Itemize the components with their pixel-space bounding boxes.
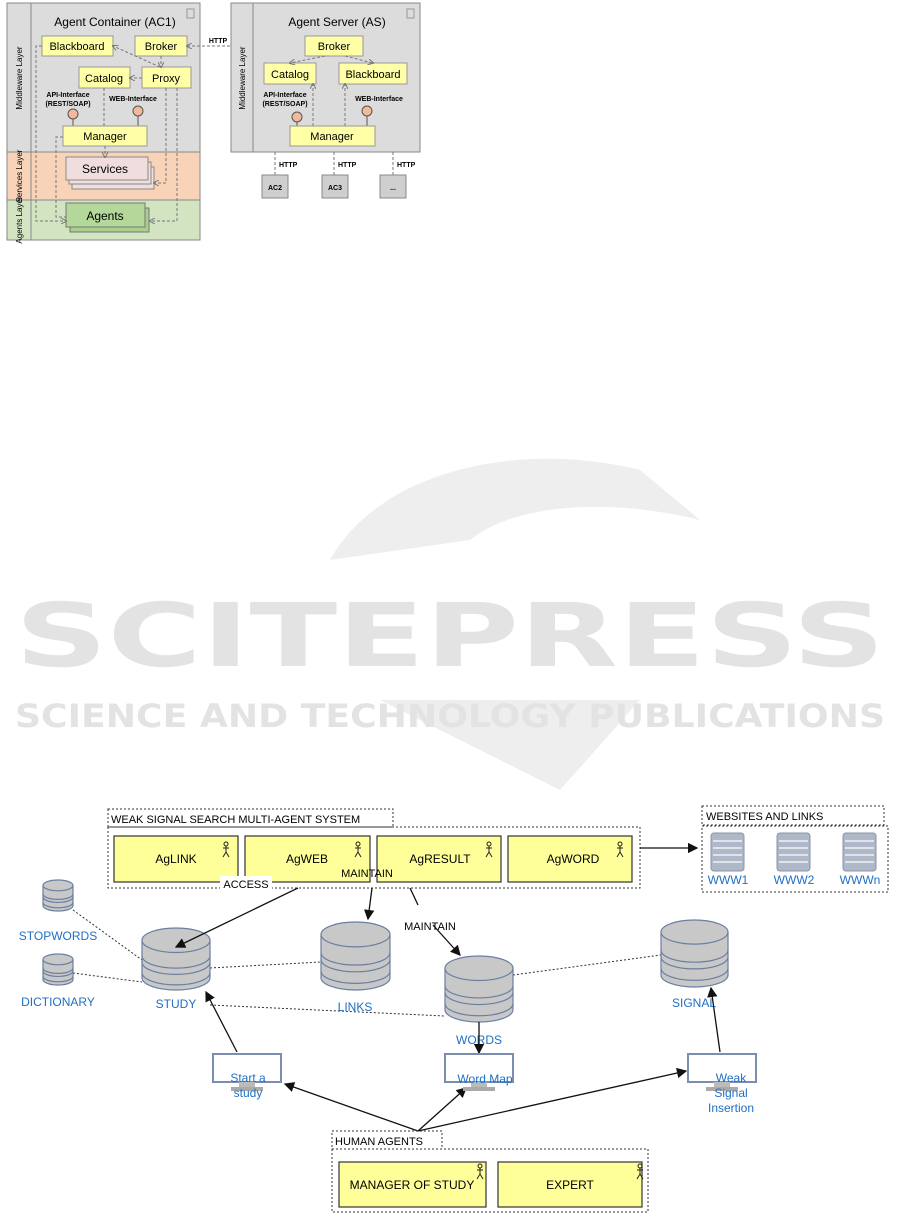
server-icon: [710, 832, 745, 872]
screen-word-map-label: Word Map: [457, 1072, 512, 1086]
ac1-manager: Manager: [83, 131, 127, 143]
server-title: Agent Server (AS): [288, 15, 385, 29]
human-agents-title: HUMAN AGENTS: [335, 1136, 423, 1148]
server-icon: [842, 832, 877, 872]
db-words-icon: [444, 955, 514, 1023]
http-label: HTTP: [209, 38, 228, 45]
agent-agweb: AgWEB: [244, 835, 371, 883]
monitor-start-study-icon: [212, 1053, 282, 1091]
figure-weak-signal-mas: WEAK SIGNAL SEARCH MULTI-AGENT SYSTEM Ag…: [19, 805, 889, 1213]
db-signal-label: SIGNAL: [672, 996, 716, 1010]
ac1-blackboard: Blackboard: [49, 41, 104, 53]
client-ac3: AC3: [328, 185, 342, 192]
monitor-weak-signal-icon: [687, 1053, 757, 1091]
monitor-word-map-icon: [444, 1053, 514, 1091]
agent-label: AgRESULT: [409, 852, 471, 866]
http-label: HTTP: [279, 162, 298, 169]
db-dictionary-icon: [42, 953, 74, 986]
ac1-web-interface: WEB-Interface: [109, 96, 157, 103]
as-blackboard: Blackboard: [345, 69, 400, 81]
agent-label: AgWEB: [286, 852, 328, 866]
screen-weak-signal-label: Weak: [716, 1071, 747, 1085]
client-ac2: AC2: [268, 185, 282, 192]
db-links-label: LINKS: [338, 1000, 373, 1014]
component-icon: [186, 8, 195, 19]
watermark-logo: [330, 458, 700, 790]
as-catalog: Catalog: [271, 69, 309, 81]
as-manager: Manager: [310, 131, 354, 143]
agent-agword: AgWORD: [507, 835, 633, 883]
as-web-interface: WEB-Interface: [355, 96, 403, 103]
component-icon: [406, 8, 415, 19]
db-signal-icon: [660, 919, 729, 988]
ac1-catalog: Catalog: [85, 73, 123, 85]
agent-agresult: AgRESULT: [376, 835, 502, 883]
website-wwwn: WWWn: [840, 873, 881, 887]
layer-agents: Agents Layer: [15, 196, 24, 243]
layer-services: Services Layer: [15, 149, 24, 202]
ac1-broker: Broker: [145, 41, 178, 53]
as-api-interface-sub: (REST/SOAP): [262, 101, 307, 108]
ac1-api-interface-sub: (REST/SOAP): [45, 101, 90, 108]
ac1-api-interface: API-Interface: [46, 92, 89, 99]
watermark-subtitle: SCIENCE AND TECHNOLOGY PUBLICATIONS: [15, 697, 885, 735]
watermark: SCITEPRESS SCIENCE AND TECHNOLOGY PUBLIC…: [15, 458, 885, 790]
human-manager-of-study: MANAGER OF STUDY: [338, 1161, 487, 1208]
db-study-icon: [141, 927, 211, 991]
db-study-label: STUDY: [156, 997, 197, 1011]
db-stopwords-icon: [42, 879, 74, 912]
screen-weak-signal-label-3: Insertion: [708, 1101, 754, 1115]
human-expert: EXPERT: [497, 1161, 644, 1208]
website-www2: WWW2: [774, 873, 815, 887]
layer-middleware: Middleware Layer: [15, 46, 24, 109]
client-more: ...: [390, 185, 396, 192]
server-icon: [776, 832, 811, 872]
clients: HTTP HTTP HTTP AC2 AC3 ...: [261, 152, 416, 199]
agent-container: Middleware Layer Services Layer Agents L…: [6, 2, 201, 244]
ac1-agents: Agents: [86, 209, 123, 223]
db-links-icon: [320, 921, 391, 991]
ac1-proxy: Proxy: [152, 73, 181, 85]
as-api-interface: API-Interface: [263, 92, 306, 99]
http-label: HTTP: [338, 162, 357, 169]
human-label: MANAGER OF STUDY: [350, 1178, 475, 1192]
screen-start-study-label: Start a: [230, 1071, 266, 1085]
container-title: Agent Container (AC1): [54, 15, 175, 29]
agent-label: AgLINK: [155, 852, 196, 866]
screen-weak-signal-label-2: Signal: [714, 1086, 747, 1100]
websites-title: WEBSITES AND LINKS: [706, 811, 823, 823]
watermark-title: SCITEPRESS: [15, 584, 885, 687]
as-layer-middleware: Middleware Layer: [238, 46, 247, 109]
system-title: WEAK SIGNAL SEARCH MULTI-AGENT SYSTEM: [111, 814, 360, 826]
db-stopwords-label: STOPWORDS: [19, 929, 97, 943]
agent-aglink: AgLINK: [113, 835, 239, 883]
agent-label: AgWORD: [547, 852, 600, 866]
edge-maintain-links-label: MAINTAIN: [341, 868, 393, 880]
as-broker: Broker: [318, 41, 351, 53]
website-www1: WWW1: [708, 873, 749, 887]
human-label: EXPERT: [546, 1178, 594, 1192]
screen-start-study-label-2: study: [234, 1086, 263, 1100]
http-label: HTTP: [397, 162, 416, 169]
agent-server: Middleware Layer Agent Server (AS) Broke…: [230, 2, 421, 153]
edge-access-label: ACCESS: [223, 879, 268, 891]
ac1-services: Services: [82, 162, 128, 176]
figure-agent-architecture: Middleware Layer Services Layer Agents L…: [6, 2, 421, 244]
edge-maintain-words-label: MAINTAIN: [404, 921, 456, 933]
db-dictionary-label: DICTIONARY: [21, 995, 95, 1009]
